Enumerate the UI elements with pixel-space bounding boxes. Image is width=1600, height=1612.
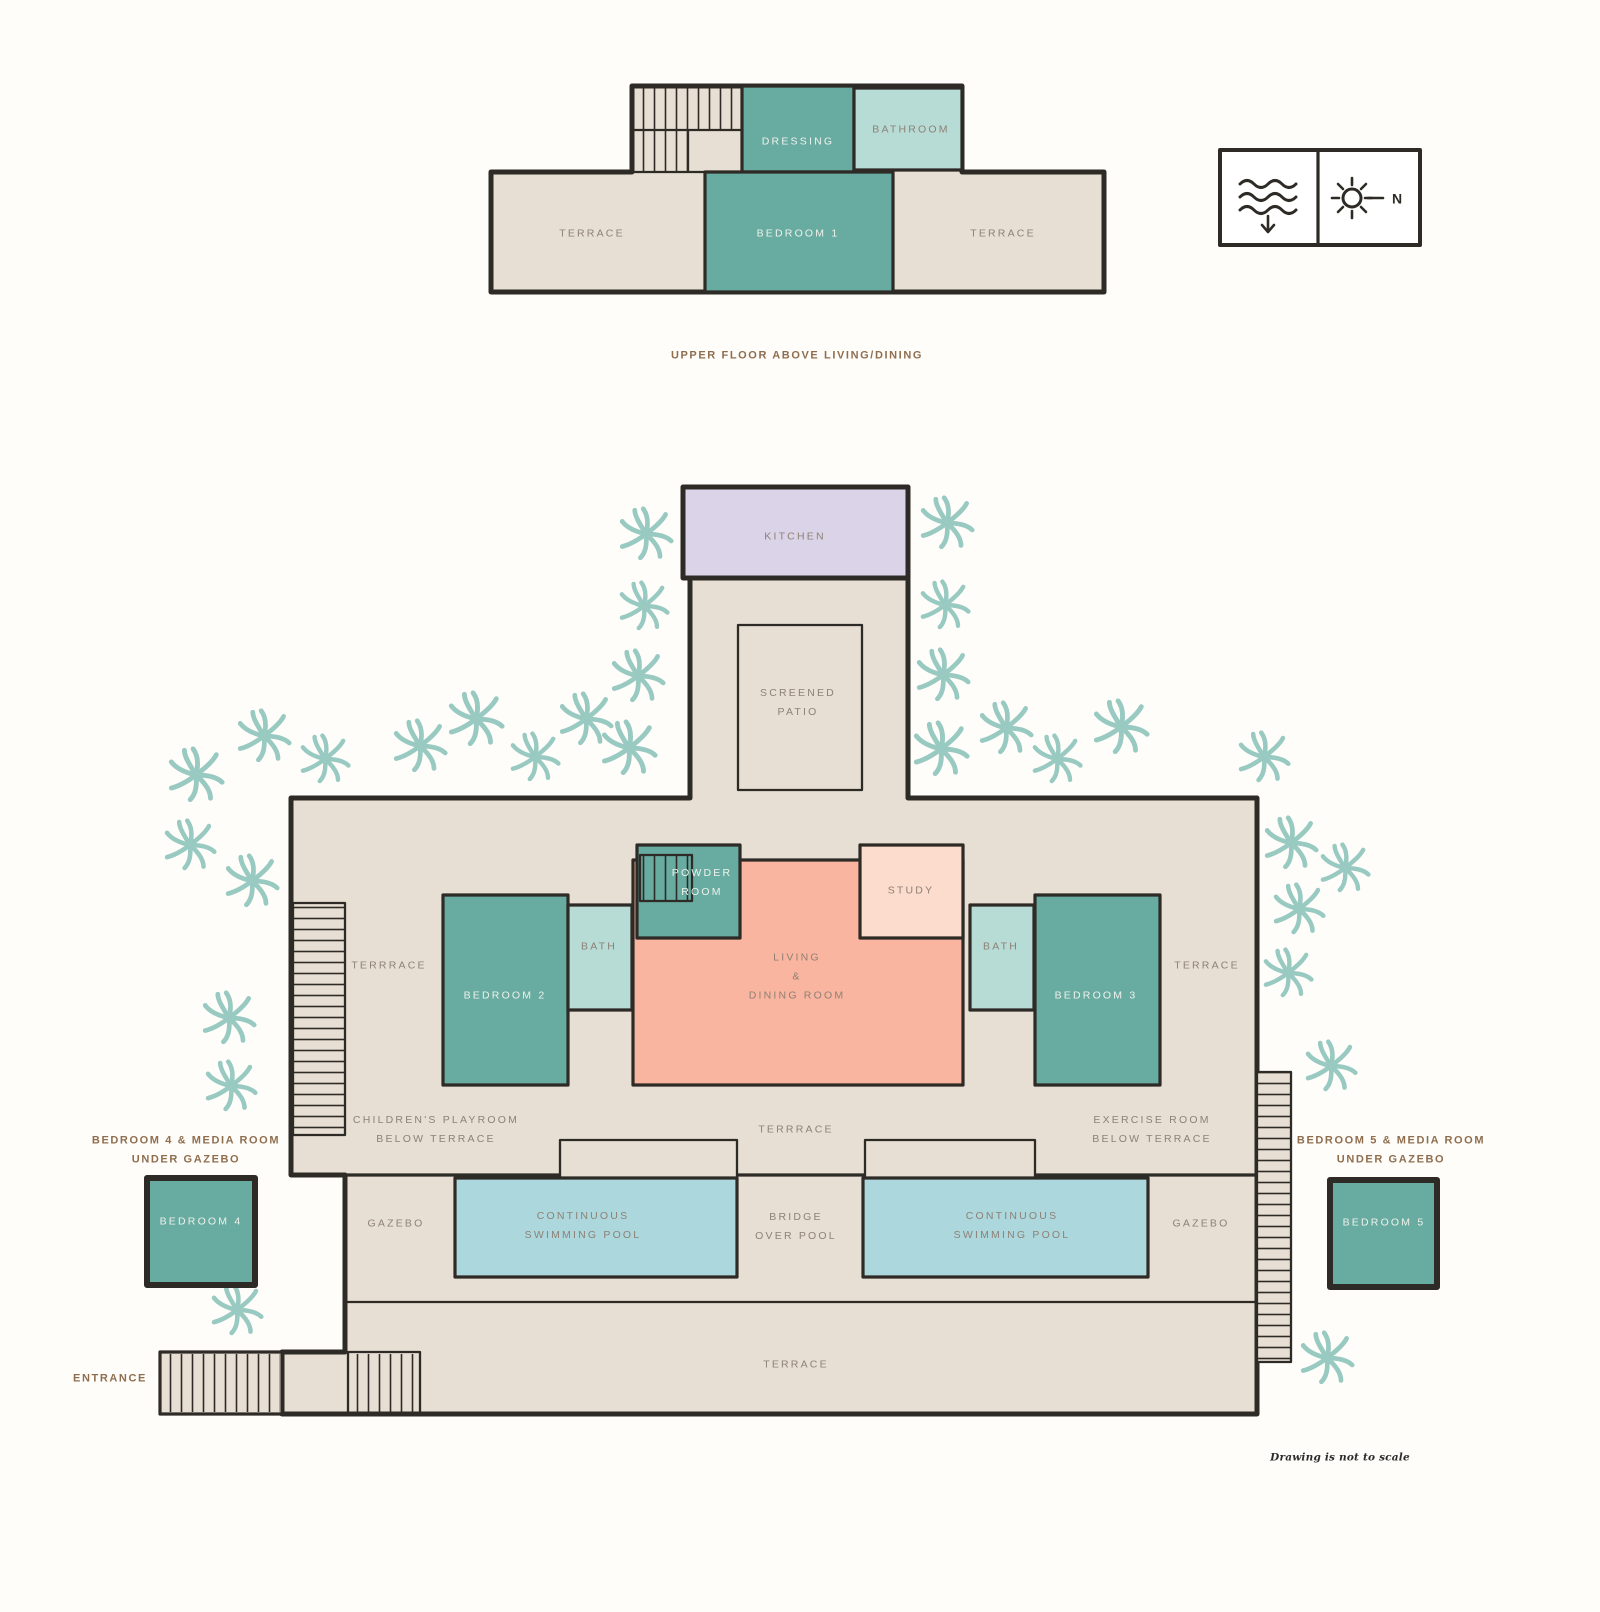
palm-tree-icon: [303, 736, 349, 782]
palm-tree-icon: [614, 651, 663, 700]
palm-tree-icon: [228, 856, 277, 905]
pool-step-left: [558, 1138, 739, 1180]
palm-tree-icon: [604, 722, 655, 773]
kitchen-room: [680, 484, 911, 581]
bedroom4-room: [144, 1175, 258, 1288]
compass-legend: [1218, 148, 1422, 247]
palm-tree-icon: [513, 734, 559, 780]
main-floor-plan: [158, 484, 1293, 1417]
powder-room-stairs-icon: [638, 853, 694, 903]
palm-tree-icon: [205, 993, 254, 1042]
palm-tree-icon: [1035, 736, 1081, 782]
swimming-pool-right: [861, 1176, 1150, 1279]
palm-tree-icon: [1267, 818, 1316, 867]
palm-tree-icon: [916, 723, 967, 774]
palm-tree-icon: [923, 498, 972, 547]
bedroom2-room: [441, 893, 570, 1087]
palm-tree-icon: [214, 1286, 261, 1333]
palm-tree-icon: [1303, 1333, 1352, 1382]
palm-tree-icon: [919, 650, 968, 699]
bath-left-room: [566, 903, 634, 1012]
upper-stairs-icon: [630, 84, 744, 174]
palm-tree-icon: [1266, 950, 1312, 996]
bedroom3-room: [1033, 893, 1162, 1087]
palm-tree-icon: [451, 693, 502, 744]
bedroom5-room: [1327, 1177, 1440, 1290]
swimming-pool-left: [453, 1176, 739, 1279]
palm-tree-icon: [208, 1062, 255, 1109]
bedroom1-room: [703, 170, 895, 294]
palm-tree-icon: [240, 711, 289, 760]
palm-tree-icon: [1276, 885, 1323, 932]
palm-tree-icon: [982, 703, 1031, 752]
palm-tree-icon: [1323, 845, 1369, 891]
entrance-walkway: [158, 1350, 284, 1416]
screened-patio-room: [736, 623, 864, 792]
palm-tree-icon: [1241, 733, 1288, 780]
palm-tree-icon: [622, 583, 668, 629]
right-stairs-icon: [1255, 1070, 1293, 1364]
pool-step-right: [863, 1138, 1037, 1180]
palm-tree-icon: [167, 821, 214, 868]
study-room: [858, 843, 965, 940]
bathroom-room: [852, 86, 964, 172]
left-stairs-icon: [291, 901, 347, 1137]
water-direction-icon: [1238, 179, 1298, 234]
upper-floor-plan: [488, 83, 1107, 295]
dressing-room: [740, 84, 856, 174]
north-sun-icon: [1330, 176, 1385, 220]
palm-tree-icon: [1308, 1042, 1355, 1089]
palm-tree-icon: [171, 749, 222, 800]
palm-tree-icon: [622, 509, 671, 558]
palm-tree-icon: [396, 721, 445, 770]
palm-tree-icon: [1096, 701, 1147, 752]
terrace-steps-icon: [346, 1350, 422, 1416]
bath-right-room: [968, 903, 1036, 1012]
palm-tree-icon: [923, 582, 969, 628]
